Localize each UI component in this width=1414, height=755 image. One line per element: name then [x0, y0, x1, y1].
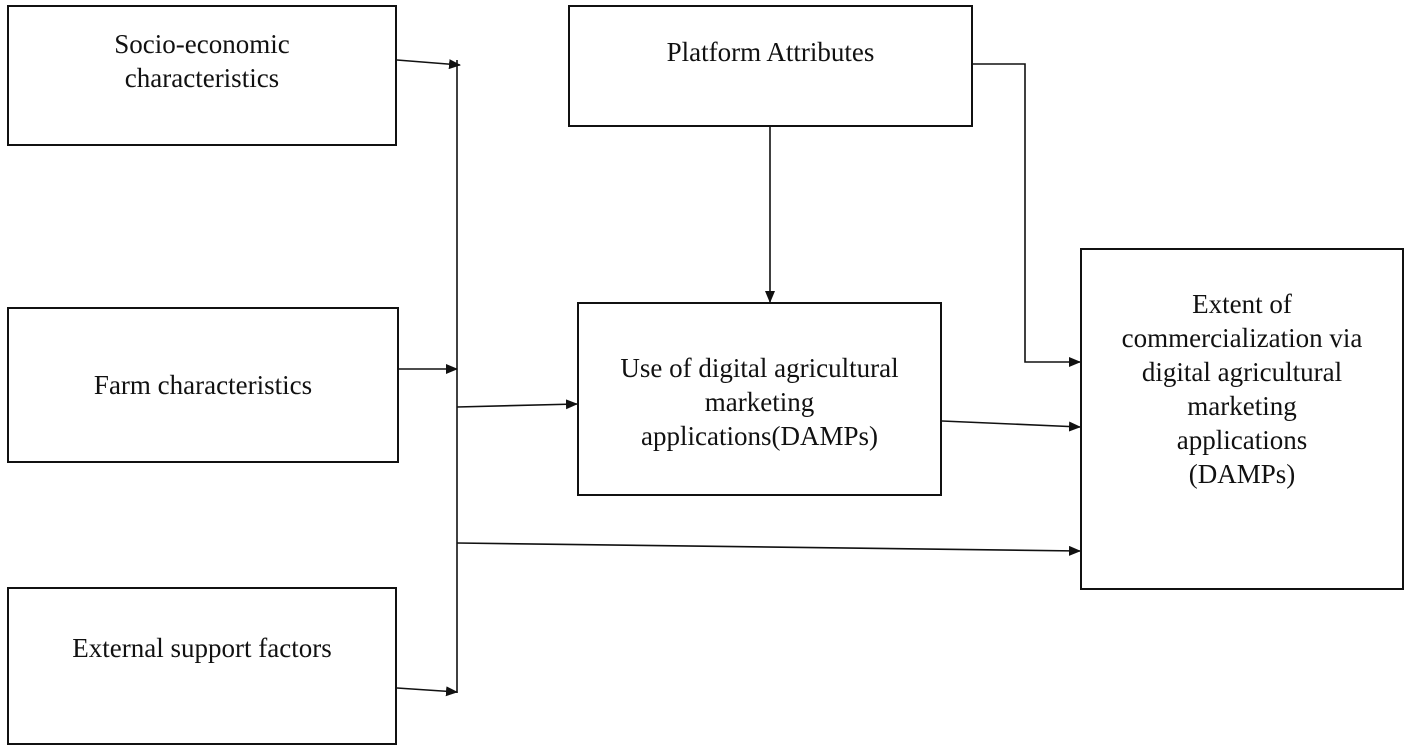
- arrow-socio-to-bus: [396, 59, 461, 70]
- arrow-bus-to-extent: [456, 542, 1081, 556]
- arrow-bus-to-use: [456, 399, 578, 410]
- use-of-damps-label: Use of digital agricultural marketing ap…: [620, 353, 899, 451]
- socio-economic-label: Socio-economic characteristics: [114, 29, 290, 93]
- arrow-external-to-bus: [396, 686, 458, 697]
- platform-attributes-box: Platform Attributes: [568, 5, 973, 127]
- external-support-label: External support factors: [72, 633, 332, 663]
- extent-of-commercialization-label: Extent of commercialization via digital …: [1121, 289, 1363, 489]
- use-of-damps-box: Use of digital agricultural marketing ap…: [577, 302, 942, 496]
- platform-attributes-label: Platform Attributes: [666, 37, 875, 67]
- farm-characteristics-box: Farm characteristics: [7, 307, 399, 463]
- socio-economic-box: Socio-economic characteristics: [7, 5, 397, 146]
- arrow-use-to-extent: [941, 420, 1081, 432]
- farm-characteristics-label: Farm characteristics: [93, 370, 313, 400]
- arrow-platform-to-extent: [973, 63, 1081, 367]
- extent-of-commercialization-box: Extent of commercialization via digital …: [1080, 248, 1404, 590]
- external-support-box: External support factors: [7, 587, 397, 745]
